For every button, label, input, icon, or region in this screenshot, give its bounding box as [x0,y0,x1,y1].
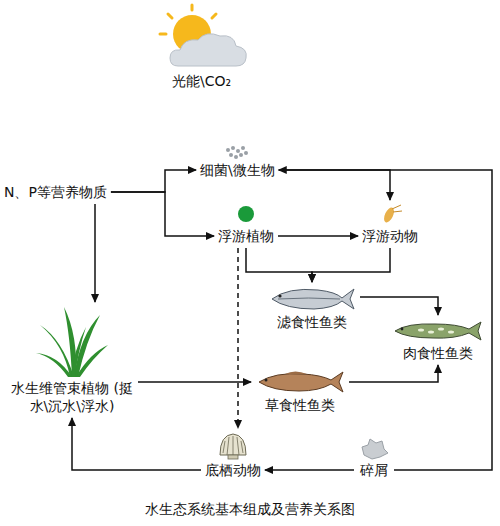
detritus-icon [358,437,390,461]
node-label: 水生维管束植物 (挺水\沉水\浮水) [10,379,134,415]
aquatic-plant-icon [34,305,110,379]
flow-arrow [279,170,390,200]
node-label: 浮游动物 [362,227,418,245]
trophic-node: N、P等营养物质 [4,183,107,201]
node-label: 细菌\微生物 [200,161,275,179]
node-label: 碎屑 [360,461,388,479]
flow-arrow [72,418,201,470]
trophic-node: 底栖动物 [205,431,261,479]
flow-arrow [360,297,438,315]
trophic-node: 滤食性鱼类 [268,285,356,331]
trophic-node: 浮游植物 [218,203,274,245]
flow-arrow [265,469,354,471]
flow-arrow [246,248,312,282]
trophic-node: 水生维管束植物 (挺水\沉水\浮水) [10,305,134,415]
node-label: 浮游植物 [218,227,274,245]
node-label: 滤食性鱼类 [277,313,347,331]
node-label: 肉食性鱼类 [403,344,473,362]
flow-arrow [138,381,251,383]
cloud-icon [170,34,246,66]
trophic-node: 浮游动物 [362,203,418,245]
node-label: 草食性鱼类 [265,396,335,414]
trophic-node: 细菌\微生物 [200,145,275,179]
node-label: 底栖动物 [205,461,261,479]
node-label: N、P等营养物质 [4,183,107,201]
flow-arrow [312,248,390,282]
flow-arrow [278,235,358,237]
phytoplankton-icon [234,203,258,227]
zooplankton-icon [375,203,405,227]
herbivore-fish-icon [255,368,345,396]
flow-arrow [111,192,214,236]
flow-arrow [94,204,96,302]
filter-fish-icon [268,285,356,313]
trophic-node: 碎屑 [358,437,390,479]
flow-arrow [349,365,438,382]
benthic-shell-icon [216,431,250,461]
flow-arrow [237,248,239,428]
trophic-node: 草食性鱼类 [255,368,345,414]
figure-caption: 水生态系统基本组成及营养关系图 [145,500,355,518]
energy-label: 光能\CO₂ [172,72,231,90]
carnivore-fish-icon [393,318,483,344]
bacteria-icon [222,145,252,161]
trophic-node: 肉食性鱼类 [393,318,483,362]
flow-arrow [111,170,196,192]
